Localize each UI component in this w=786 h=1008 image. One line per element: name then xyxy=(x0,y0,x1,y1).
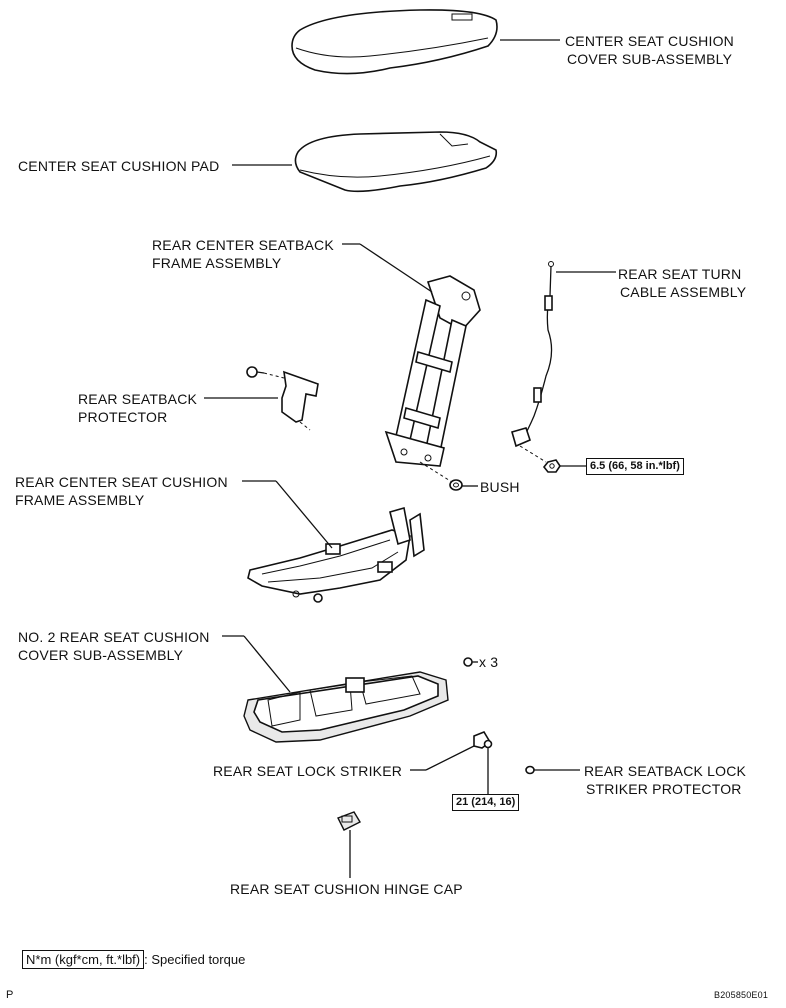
label-line: STRIKER PROTECTOR xyxy=(586,781,742,797)
label-line: REAR SEAT LOCK STRIKER xyxy=(213,763,403,779)
leader-seatback-frame-angle xyxy=(359,243,433,293)
label-rear-seatback-lock-striker-protector: REAR SEATBACK LOCK STRIKER PROTECTOR xyxy=(584,762,746,798)
label-rear-center-seat-cushion-frame: REAR CENTER SEAT CUSHION FRAME ASSEMBLY xyxy=(15,473,228,509)
label-line: REAR SEAT CUSHION HINGE CAP xyxy=(230,881,463,897)
label-line: CENTER SEAT CUSHION xyxy=(565,33,734,49)
leader-lock-striker-angle xyxy=(425,745,475,771)
footer-left-mark: P xyxy=(6,989,14,1001)
label-line: CABLE ASSEMBLY xyxy=(620,284,747,300)
hinge-cap-drawing xyxy=(337,811,361,831)
label-rear-seat-lock-striker: REAR SEAT LOCK STRIKER xyxy=(213,762,402,780)
dash-to-cable-nut xyxy=(519,445,547,463)
label-rear-seat-cushion-hinge-cap: REAR SEAT CUSHION HINGE CAP xyxy=(230,880,463,898)
label-line: FRAME ASSEMBLY xyxy=(152,255,282,271)
label-line: NO. 2 REAR SEAT CUSHION xyxy=(18,629,210,645)
label-line: REAR CENTER SEATBACK xyxy=(152,237,334,253)
rear-center-seatback-frame-drawing xyxy=(384,275,481,467)
label-line: COVER SUB-ASSEMBLY xyxy=(567,51,733,67)
label-center-seat-cushion-cover: CENTER SEAT CUSHION COVER SUB-ASSEMBLY xyxy=(565,32,734,68)
label-bush: BUSH xyxy=(480,478,520,496)
label-rear-center-seatback-frame: REAR CENTER SEATBACK FRAME ASSEMBLY xyxy=(152,236,334,272)
rear-center-seat-cushion-frame-drawing xyxy=(247,506,425,603)
rear-seatback-protector-drawing xyxy=(246,366,319,431)
legend-unit-box: N*m (kgf*cm, ft.*lbf) xyxy=(22,950,145,969)
torque-spec-lock-striker: 21 (214, 16) xyxy=(452,794,520,811)
label-line: PROTECTOR xyxy=(78,409,168,425)
label-line: REAR SEAT TURN xyxy=(618,266,742,282)
label-line: REAR SEATBACK xyxy=(78,391,198,407)
label-line: REAR CENTER SEAT CUSHION xyxy=(15,474,228,490)
label-line: BUSH xyxy=(480,479,520,495)
label-center-seat-cushion-pad: CENTER SEAT CUSHION PAD xyxy=(18,157,219,175)
label-line: CENTER SEAT CUSHION PAD xyxy=(18,158,220,174)
center-seat-cushion-cover-drawing xyxy=(291,9,498,75)
cable-nut-drawing xyxy=(542,459,561,473)
dash-to-bush xyxy=(419,461,453,483)
torque-spec-turn-cable-nut: 6.5 (66, 58 in.*lbf) xyxy=(586,458,684,475)
label-rear-seatback-protector: REAR SEATBACK PROTECTOR xyxy=(78,390,197,426)
label-rear-seat-turn-cable: REAR SEAT TURN CABLE ASSEMBLY xyxy=(618,265,746,301)
no2-rear-seat-cushion-cover-drawing xyxy=(243,657,478,743)
center-seat-cushion-pad-drawing xyxy=(294,131,498,193)
figure-id: B205850E01 xyxy=(714,990,769,1000)
torque-legend: N*m (kgf*cm, ft.*lbf) : Specified torque xyxy=(22,950,245,969)
legend-text: : Specified torque xyxy=(144,952,246,967)
leader-cushion-frame-angle xyxy=(275,480,333,549)
rear-seat-lock-striker-drawing xyxy=(473,731,493,749)
bush-drawing xyxy=(449,479,463,491)
leader-cushion-cover-no2-angle xyxy=(243,635,291,693)
label-line: FRAME ASSEMBLY xyxy=(15,492,145,508)
label-line: REAR SEATBACK LOCK xyxy=(584,763,747,779)
label-quantity-x3: x 3 xyxy=(479,654,499,670)
label-no2-rear-seat-cushion-cover: NO. 2 REAR SEAT CUSHION COVER SUB-ASSEMB… xyxy=(18,628,210,664)
rear-seat-turn-cable-drawing xyxy=(511,261,554,448)
striker-protector-drawing xyxy=(525,765,535,775)
label-line: COVER SUB-ASSEMBLY xyxy=(18,647,184,663)
